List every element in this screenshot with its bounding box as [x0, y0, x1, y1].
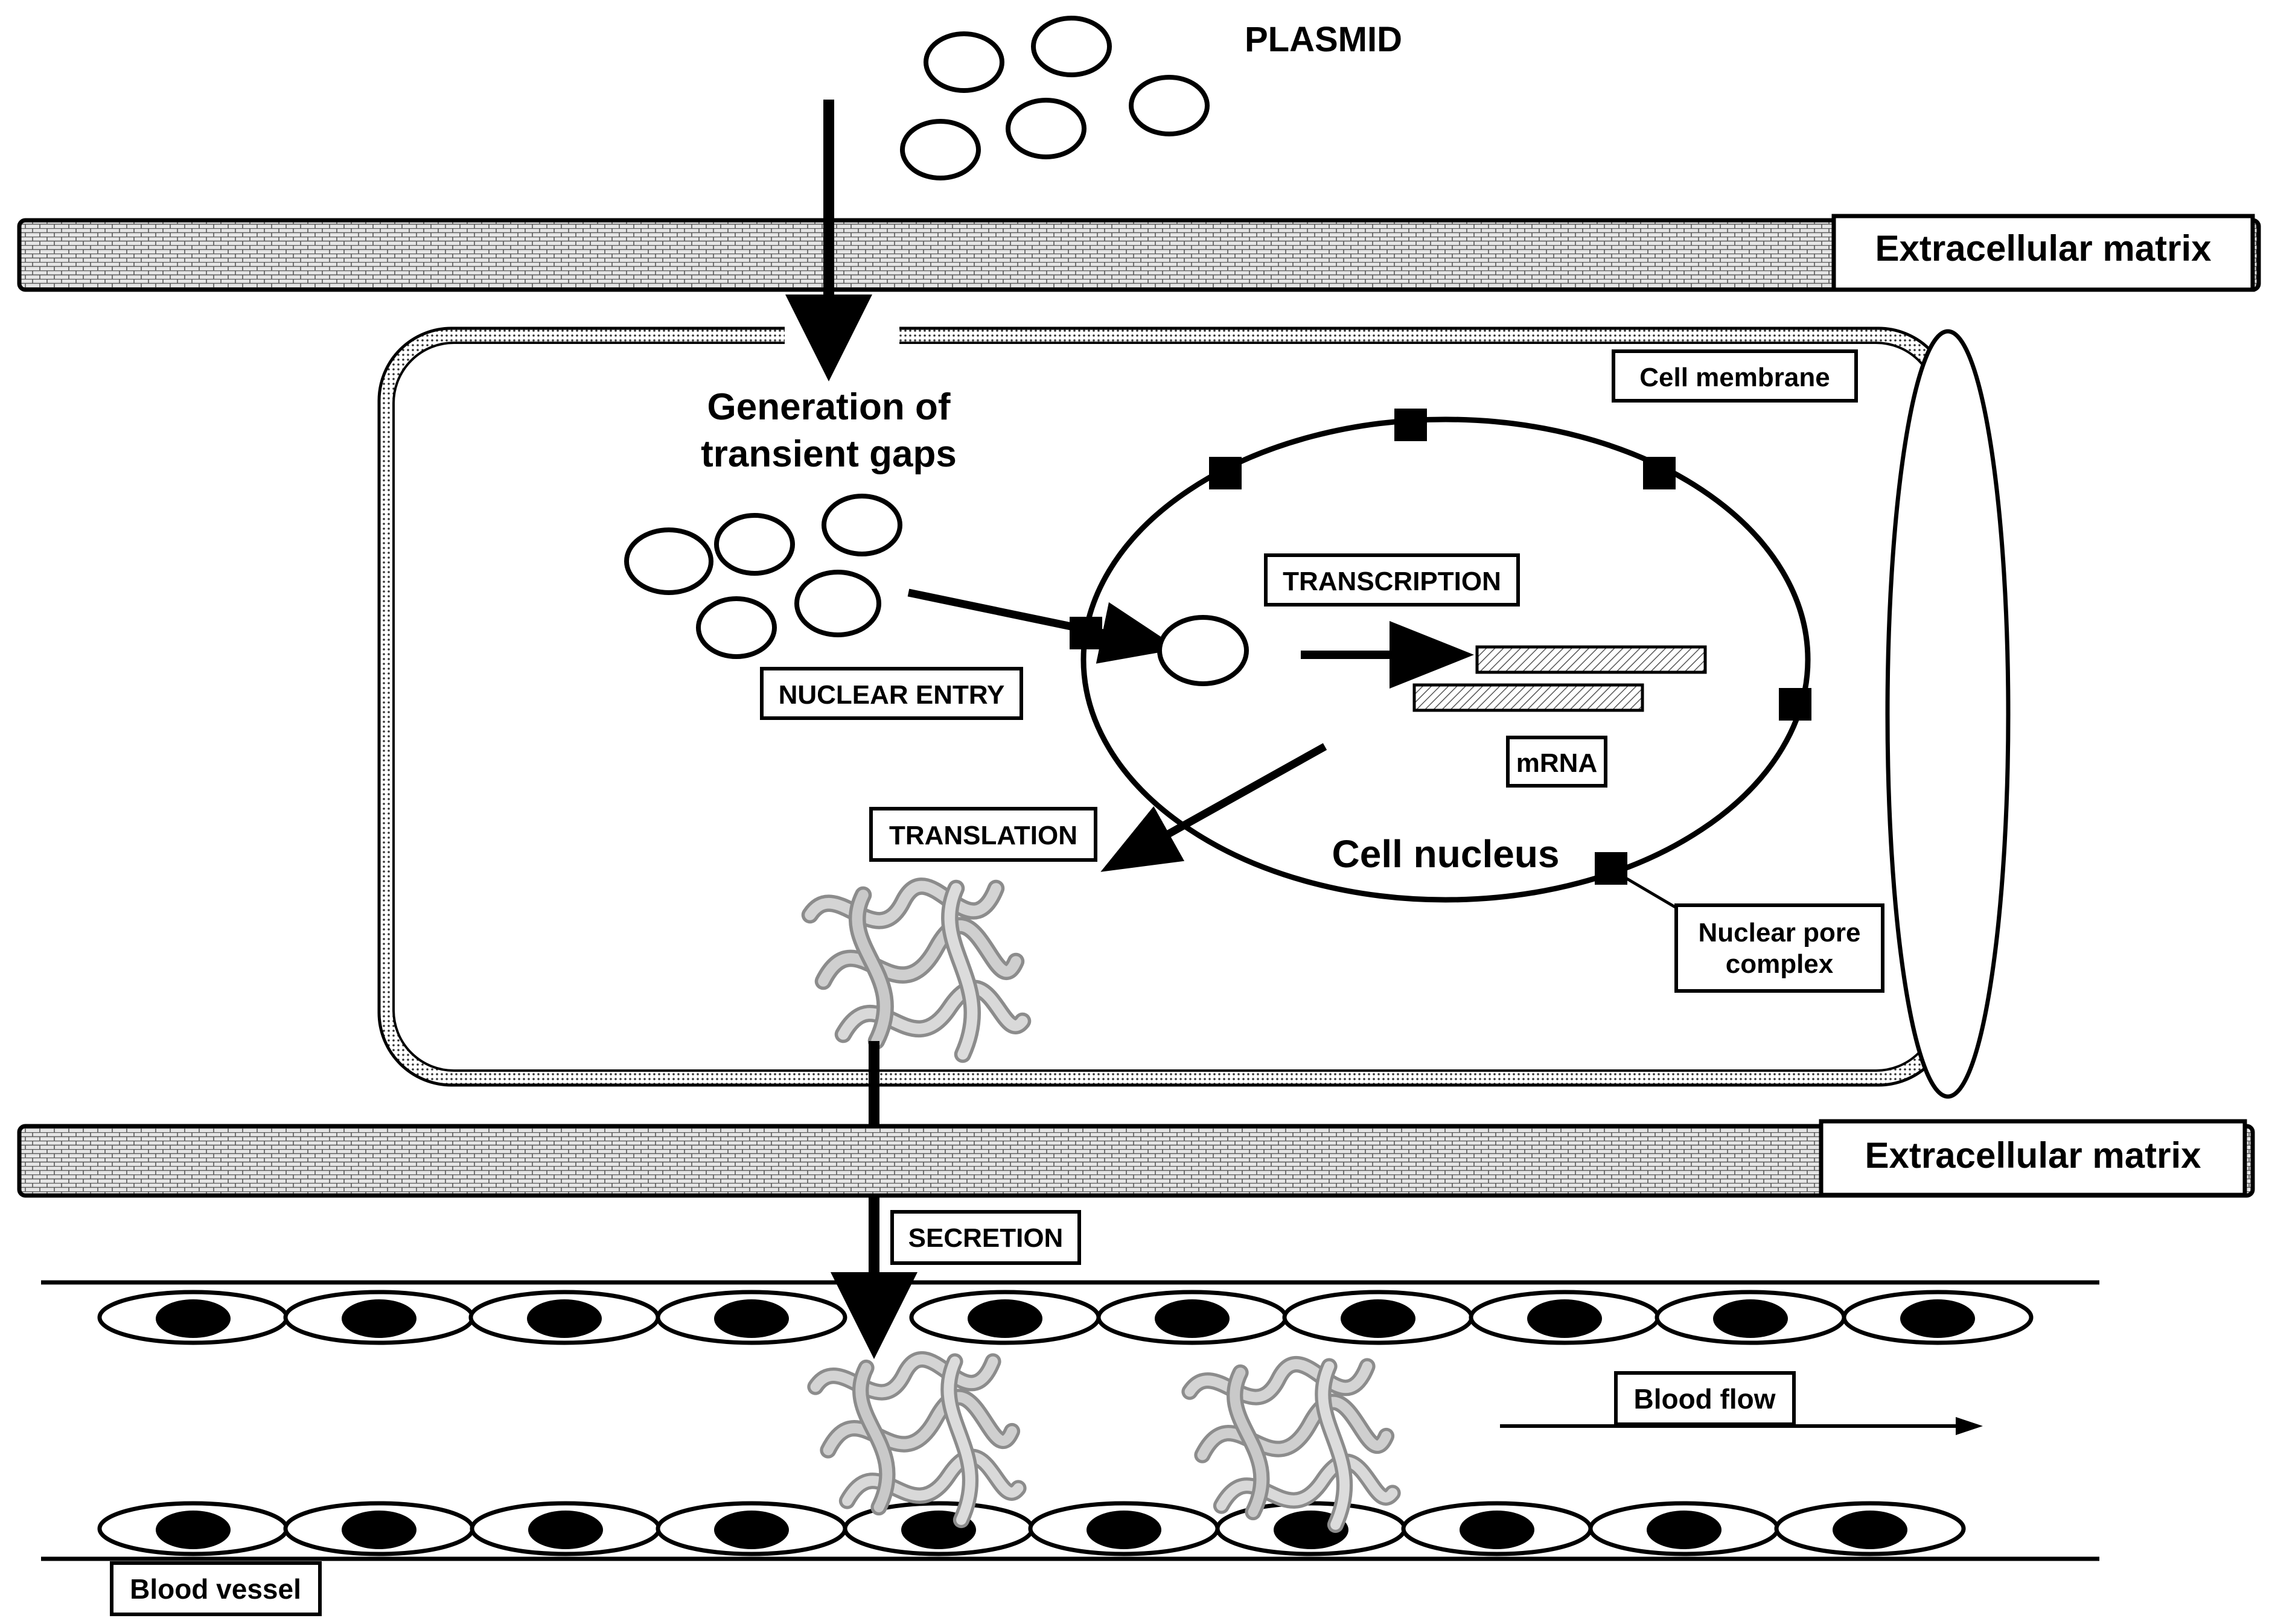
mrna-label-box — [1506, 736, 1607, 788]
ecm-top-label-box — [1831, 214, 2255, 292]
nuclear-entry-arrow — [907, 588, 1179, 664]
translation-label-box — [869, 807, 1097, 862]
cell-end-cap — [1885, 329, 2011, 1099]
nuclear-pore-label-line1: Nuclear pore — [1699, 918, 1861, 947]
cell-membrane-label-box — [1612, 349, 1858, 403]
mrna-strand — [1412, 683, 1644, 712]
nuclear-pore-label-line2: complex — [1726, 949, 1834, 979]
ecm-bottom-label-box — [1819, 1119, 2247, 1197]
ecm-bottom-label: Extracellular matrix — [1865, 1135, 2201, 1176]
ecm-bottom-band — [17, 1124, 2255, 1198]
protein-in-blood-1 — [815, 1360, 1018, 1520]
plasmid-in-nucleus — [1157, 615, 1249, 686]
mrna-strand — [1475, 645, 1707, 674]
ecm-top-label: Extracellular matrix — [1875, 228, 2212, 269]
gaps-label-line2: transient gaps — [701, 433, 957, 475]
nuclear-pore-label-box — [1674, 903, 1884, 993]
mrna-label: mRNA — [1516, 748, 1597, 778]
protein-in-blood-2 — [1190, 1364, 1393, 1525]
gaps-label-line1: Generation of — [707, 386, 950, 428]
nuclear-pores — [1070, 409, 1811, 885]
ecm-top-band — [17, 218, 2261, 292]
plasmid-label: PLASMID — [1245, 20, 1402, 59]
cell-membrane-label: Cell membrane — [1639, 363, 1830, 392]
transcription-label: TRANSCRIPTION — [1283, 567, 1501, 596]
nuclear-entry-label: NUCLEAR ENTRY — [779, 680, 1005, 710]
secretion-label: SECRETION — [908, 1223, 1064, 1253]
blood-flow-label-box — [1614, 1371, 1796, 1426]
transcription-label-box — [1264, 553, 1520, 607]
blood-flow-label: Blood flow — [1633, 1383, 1775, 1415]
translation-label: TRANSLATION — [889, 821, 1077, 850]
endothelial-cells-top — [100, 1292, 2031, 1343]
blood-vessel-label-box — [110, 1561, 322, 1616]
plasmids-outside — [900, 16, 1210, 180]
transient-gap — [785, 323, 899, 350]
nuclear-entry-label-box — [760, 667, 1023, 720]
translation-arrow — [1100, 743, 1327, 872]
endothelial-cells-bottom — [100, 1503, 1964, 1554]
cell-nucleus-label: Cell nucleus — [1332, 832, 1560, 876]
blood-vessel-label: Blood vessel — [130, 1573, 301, 1605]
plasmids-inside — [624, 494, 902, 659]
pore-leader-line — [1609, 867, 1683, 913]
secretion-label-box — [890, 1210, 1081, 1265]
